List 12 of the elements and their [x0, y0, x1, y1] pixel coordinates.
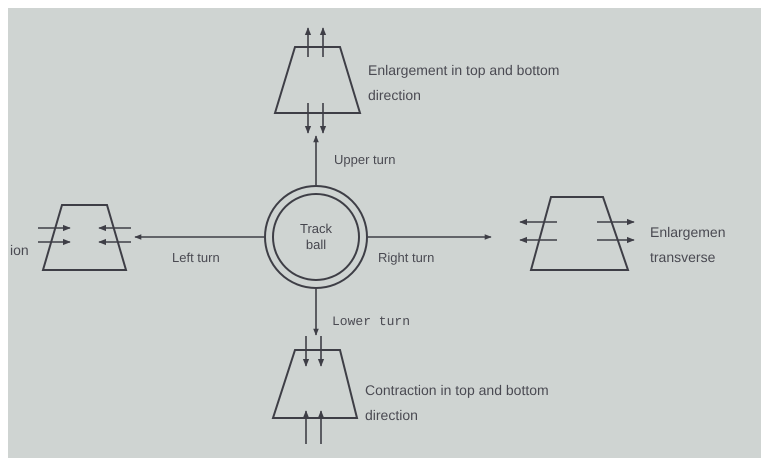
edge-label: Right turn	[376, 250, 436, 266]
caption-text: Contraction in top and bottom direction	[365, 381, 550, 425]
node-label: Track ball	[298, 221, 334, 253]
caption-text: ion	[10, 241, 30, 260]
caption-text: Enlargemen transverse	[650, 223, 726, 267]
caption-text: Enlargement in top and bottom direction	[368, 61, 560, 105]
arrow	[368, 234, 492, 240]
edge-label: Upper turn	[332, 152, 398, 168]
arrow	[134, 234, 264, 240]
trackball-circle	[264, 185, 368, 289]
arrow	[313, 135, 319, 185]
arrow	[313, 289, 319, 336]
